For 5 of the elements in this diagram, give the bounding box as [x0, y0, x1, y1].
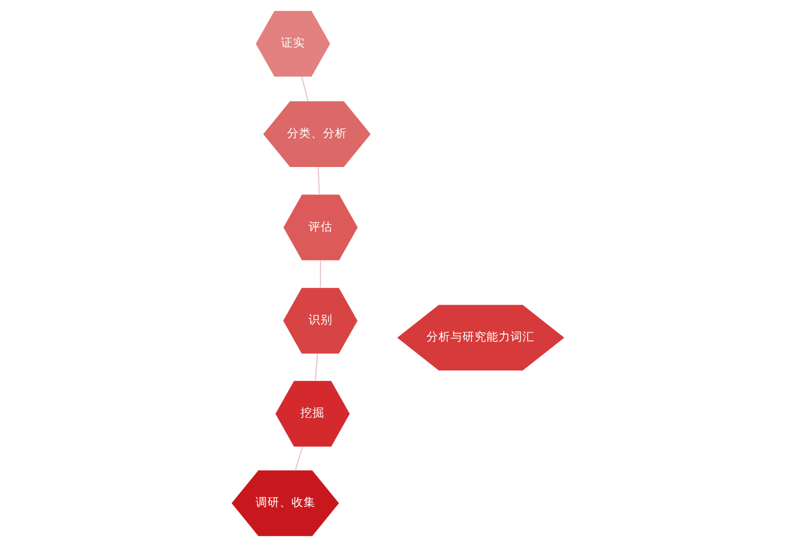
connector	[318, 167, 320, 194]
connector	[301, 76, 309, 101]
connector	[314, 354, 318, 381]
connector	[320, 260, 322, 288]
connector	[294, 446, 304, 470]
